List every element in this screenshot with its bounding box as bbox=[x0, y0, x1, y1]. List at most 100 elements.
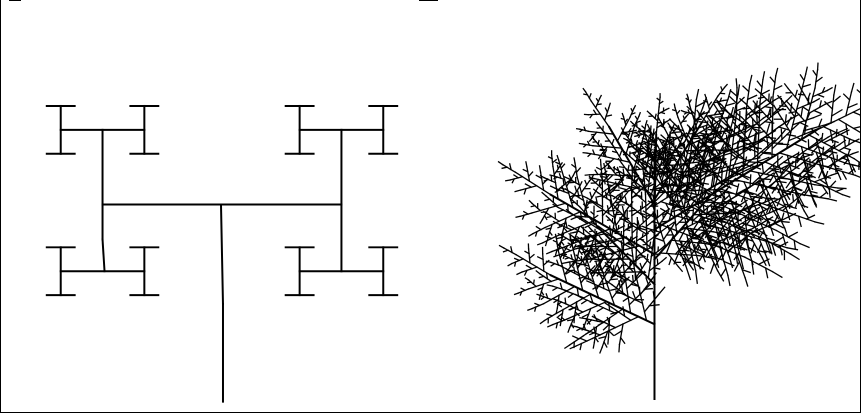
tree-branch bbox=[742, 107, 751, 110]
tree-branch bbox=[534, 302, 541, 307]
tree-branch bbox=[679, 158, 690, 169]
tree-branch bbox=[677, 201, 681, 207]
tree-branch bbox=[585, 318, 591, 325]
tree-branch bbox=[567, 292, 574, 298]
tree-branch bbox=[724, 234, 731, 248]
tree-branch bbox=[744, 217, 753, 227]
tree-branch bbox=[556, 164, 559, 170]
tree-branch bbox=[689, 195, 697, 199]
tree-branch bbox=[559, 320, 562, 327]
tree-branch bbox=[707, 236, 713, 239]
tree-branch bbox=[704, 220, 710, 223]
tree-branch bbox=[661, 256, 668, 263]
tree-branch bbox=[696, 109, 703, 118]
tree-branch bbox=[599, 273, 604, 281]
tree-branch bbox=[748, 161, 763, 164]
tree-branch bbox=[553, 165, 561, 176]
tree-branch bbox=[578, 215, 590, 218]
tree-branch bbox=[792, 194, 795, 203]
tree-branch bbox=[658, 286, 666, 295]
tree-branch bbox=[570, 212, 589, 225]
tree-branch bbox=[697, 220, 708, 231]
tree-branch bbox=[704, 229, 711, 241]
tree-branch bbox=[565, 208, 573, 215]
tree-branch bbox=[599, 174, 605, 182]
tree-branch bbox=[597, 191, 613, 203]
tree-branch bbox=[642, 210, 648, 215]
tree-branch bbox=[521, 214, 526, 220]
tree-branch bbox=[709, 243, 714, 250]
tree-branch bbox=[545, 272, 549, 280]
tree-branch bbox=[634, 134, 639, 138]
tree-branch bbox=[723, 212, 728, 218]
tree-branch bbox=[810, 194, 819, 197]
tree-branch bbox=[843, 135, 846, 147]
tree-branch bbox=[793, 186, 803, 192]
tree-branch bbox=[841, 129, 850, 135]
tree-branch bbox=[612, 186, 617, 193]
tree-branch bbox=[593, 138, 601, 148]
tree-branch bbox=[798, 121, 809, 128]
tree-branch bbox=[605, 215, 610, 219]
tree-branch bbox=[590, 245, 595, 253]
tree-branch bbox=[684, 178, 698, 187]
tree-branch bbox=[620, 130, 634, 134]
tree-branch bbox=[613, 147, 623, 162]
tree-branch bbox=[539, 283, 545, 296]
tree-branch bbox=[792, 180, 797, 191]
tree-branch bbox=[766, 136, 769, 149]
tree-branch bbox=[625, 274, 641, 290]
tree-branch bbox=[553, 298, 560, 304]
tree-branch bbox=[634, 115, 639, 121]
tree-branch bbox=[701, 125, 709, 137]
tree-branch bbox=[759, 92, 774, 107]
tree-branch bbox=[813, 174, 833, 183]
tree-branch bbox=[801, 83, 812, 88]
tree-branch bbox=[728, 255, 734, 269]
tree-branch bbox=[546, 284, 554, 287]
tree-branch bbox=[562, 251, 567, 259]
tree-branch bbox=[779, 244, 783, 256]
tree-branch bbox=[600, 240, 610, 261]
tree-branch bbox=[718, 117, 727, 126]
tree-branch bbox=[771, 270, 783, 279]
tree-branch bbox=[646, 110, 652, 115]
tree-branch bbox=[682, 195, 688, 199]
tree-branch bbox=[856, 89, 860, 94]
fractal-tree-drawing bbox=[497, 62, 860, 401]
tree-branch bbox=[620, 162, 632, 177]
tree-branch bbox=[803, 188, 810, 197]
tree-branch bbox=[773, 200, 785, 207]
tree-branch bbox=[650, 229, 656, 235]
tree-branch bbox=[810, 149, 830, 164]
tree-branch bbox=[769, 225, 775, 237]
tree-branch bbox=[726, 115, 735, 120]
tree-branch bbox=[741, 268, 751, 274]
tree-branch bbox=[672, 204, 678, 209]
tree-branch bbox=[632, 235, 638, 240]
tree-branch bbox=[754, 88, 762, 94]
tree-branch bbox=[756, 80, 763, 88]
tree-branch bbox=[594, 336, 599, 343]
tree-branch bbox=[724, 123, 746, 143]
tree-branch bbox=[732, 245, 746, 251]
tree-branch bbox=[559, 232, 565, 247]
tree-branch bbox=[645, 212, 665, 228]
tree-branch bbox=[721, 200, 727, 203]
tree-branch bbox=[604, 267, 610, 273]
tree-branch bbox=[577, 190, 580, 199]
tree-branch bbox=[708, 239, 712, 244]
tree-branch bbox=[780, 128, 783, 141]
tree-branch bbox=[508, 163, 512, 171]
tree-branch bbox=[674, 106, 679, 119]
tree-branch bbox=[557, 302, 563, 308]
tree-branch bbox=[638, 256, 645, 259]
tree-branch bbox=[607, 336, 610, 345]
tree-branch bbox=[583, 252, 589, 259]
tree-branch bbox=[663, 209, 676, 219]
tree-branch bbox=[732, 206, 746, 215]
tree-branch bbox=[697, 140, 708, 149]
tree-branch bbox=[558, 222, 566, 227]
tree-branch bbox=[638, 132, 644, 136]
tree-branch bbox=[578, 216, 587, 222]
